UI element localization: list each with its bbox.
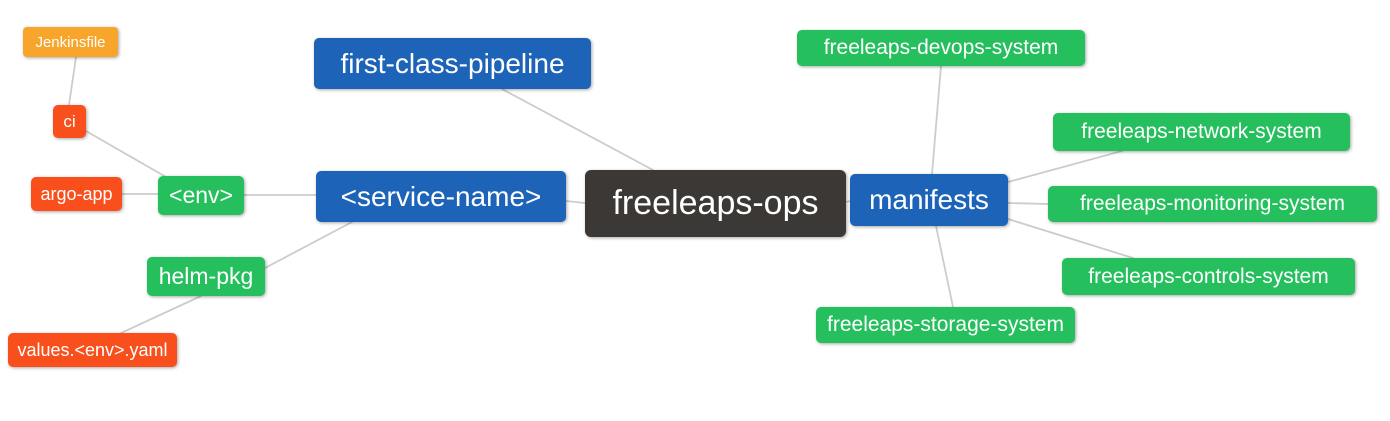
node-helm-pkg[interactable]: helm-pkg (147, 257, 265, 296)
edge-root-first-class-pipeline (501, 88, 654, 171)
node-jenkinsfile[interactable]: Jenkinsfile (23, 27, 118, 57)
node-env[interactable]: <env> (158, 176, 244, 215)
node-service-name[interactable]: <service-name> (316, 171, 566, 222)
node-freeleaps-network-system[interactable]: freeleaps-network-system (1053, 113, 1350, 151)
edge-manifests-devops-system (931, 65, 942, 175)
edge-helm-pkg-values-env-yaml (120, 295, 202, 334)
edge-manifests-storage-system (935, 225, 954, 308)
edge-env-ci (85, 130, 167, 178)
edge-manifests-controls-system (1007, 218, 1134, 259)
node-ci[interactable]: ci (53, 105, 86, 138)
node-argo-app[interactable]: argo-app (31, 177, 122, 211)
edge-root-service-name (565, 200, 586, 204)
node-freeleaps-devops-system[interactable]: freeleaps-devops-system (797, 30, 1085, 66)
node-first-class-pipeline[interactable]: first-class-pipeline (314, 38, 591, 89)
node-freeleaps-ops-root[interactable]: freeleaps-ops (585, 170, 846, 237)
node-freeleaps-monitoring-system[interactable]: freeleaps-monitoring-system (1048, 186, 1377, 222)
edge-service-name-helm-pkg (264, 221, 353, 269)
edge-manifests-network-system (1007, 150, 1123, 183)
node-values-env-yaml[interactable]: values.<env>.yaml (8, 333, 177, 367)
edge-manifests-monitoring-system (1007, 202, 1049, 205)
node-freeleaps-controls-system[interactable]: freeleaps-controls-system (1062, 258, 1355, 295)
edge-ci-jenkinsfile (68, 56, 77, 106)
node-manifests[interactable]: manifests (850, 174, 1008, 226)
node-freeleaps-storage-system[interactable]: freeleaps-storage-system (816, 307, 1075, 343)
